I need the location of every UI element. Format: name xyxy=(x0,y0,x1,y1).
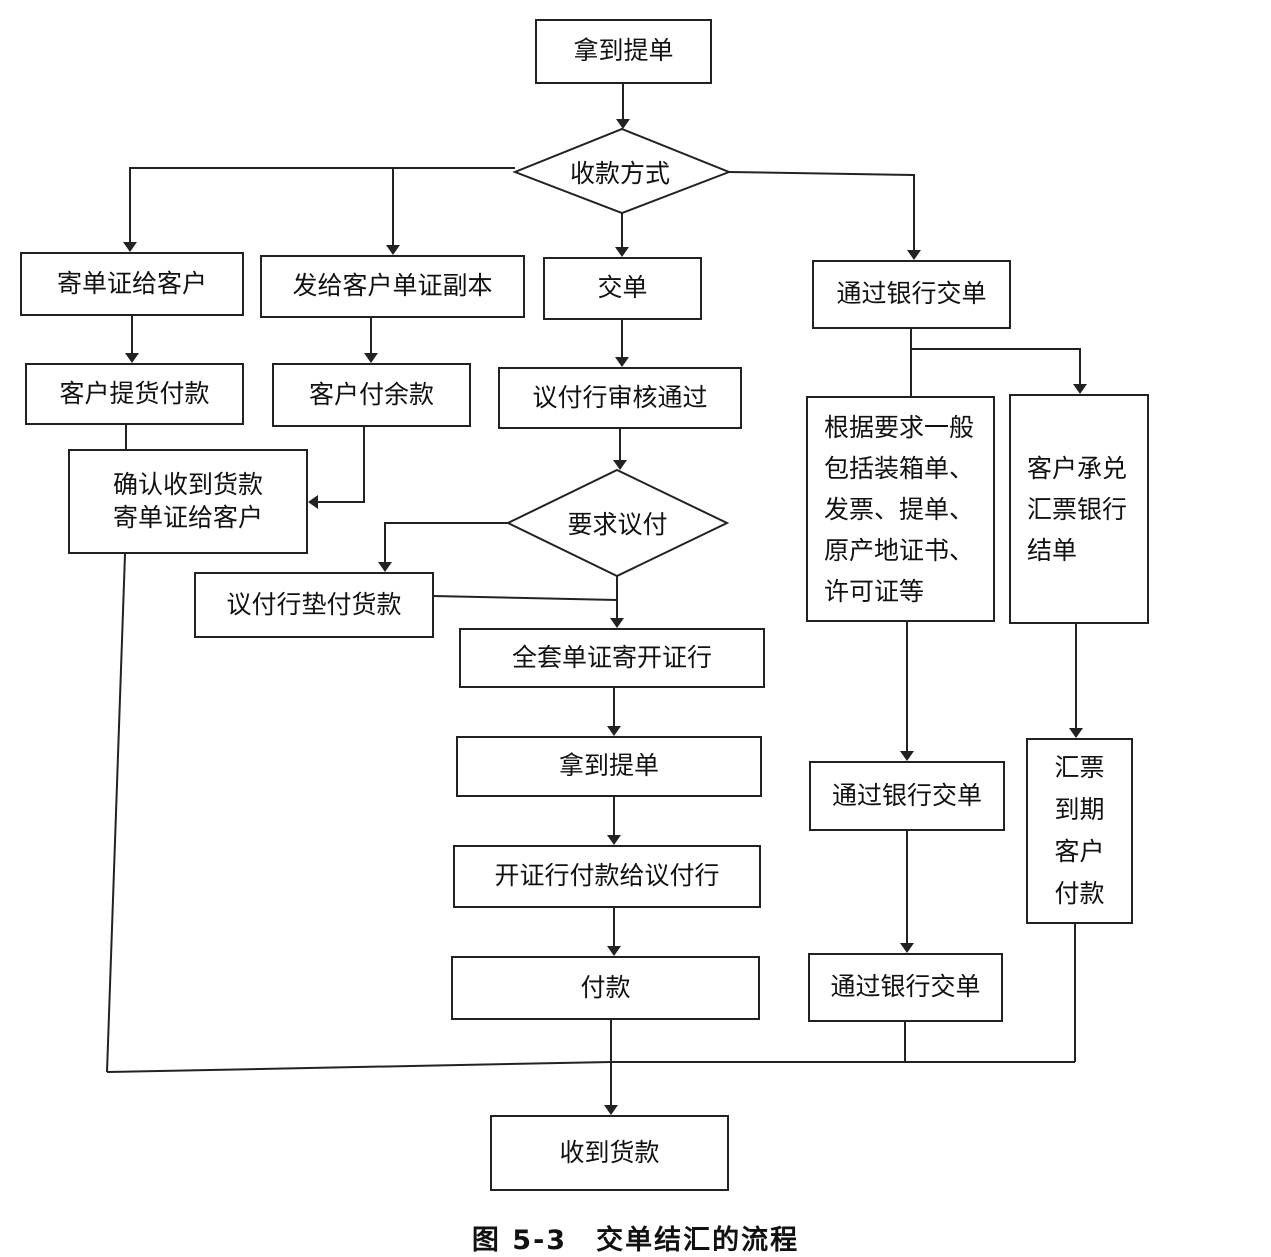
edge-decision-advance xyxy=(384,522,508,562)
node-start: 拿到提单 xyxy=(535,19,712,84)
node-mail-docs: 寄单证给客户 xyxy=(20,252,244,316)
edge-advance-merge xyxy=(432,595,618,601)
edge-balance-confirm xyxy=(318,427,365,503)
decision-require-nego: 要求议付 xyxy=(567,510,668,539)
node-present-docs: 交单 xyxy=(543,257,702,320)
node-issuing-pays: 开证行付款给议付行 xyxy=(453,845,761,908)
edge-method-branches-left xyxy=(129,167,515,242)
node-nego-approve: 议付行审核通过 xyxy=(498,367,742,429)
node-full-set-docs: 全套单证寄开证行 xyxy=(459,628,765,688)
node-confirm-received: 确认收到货款 寄单证给客户 xyxy=(68,449,308,554)
edge-method-via-bank xyxy=(728,171,915,250)
node-payment: 付款 xyxy=(451,956,760,1020)
node-send-copy: 发给客户单证副本 xyxy=(260,255,525,318)
figure-caption: 图 5-3 交单结汇的流程 xyxy=(471,1225,800,1256)
node-draft-due: 汇票 到期 客户 付款 xyxy=(1026,738,1133,924)
edge-confirm-down xyxy=(106,553,126,1073)
node-balance-pay: 客户付余款 xyxy=(272,363,471,427)
node-via-bank-3: 通过银行交单 xyxy=(808,953,1003,1022)
node-requirements: 根据要求一般 包括装箱单、 发票、提单、 原产地证书、 许可证等 xyxy=(806,396,995,622)
node-get-bl: 拿到提单 xyxy=(456,736,762,797)
node-pickup-pay: 客户提货付款 xyxy=(25,363,244,425)
node-customer-accept: 客户承兑 汇票银行 结单 xyxy=(1009,394,1149,624)
node-nego-advance: 议付行垫付货款 xyxy=(194,572,434,638)
node-via-bank: 通过银行交单 xyxy=(812,260,1011,329)
edge-merge-left xyxy=(106,1061,612,1073)
edge-viabank-accept xyxy=(911,348,1081,384)
decision-method: 收款方式 xyxy=(569,159,670,188)
node-via-bank-2: 通过银行交单 xyxy=(809,761,1005,831)
node-received: 收到货款 xyxy=(490,1115,729,1191)
